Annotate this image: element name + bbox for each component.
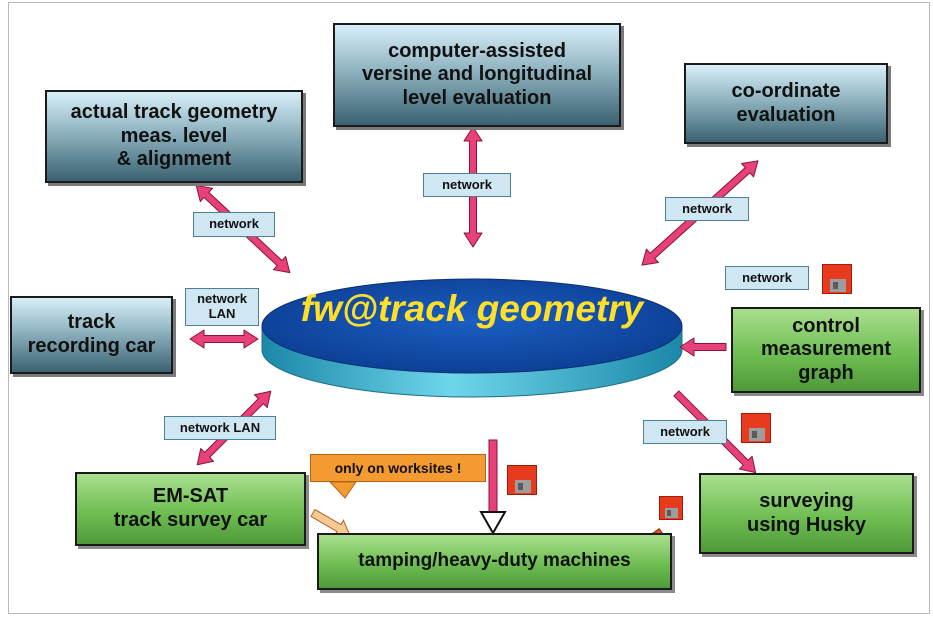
box-control-measurement-graph: control measurement graph [731,307,921,393]
box-actual-track-geometry: actual track geometry meas. level & alig… [45,90,303,183]
label-network-lan-left: network LAN [185,288,259,326]
box-versine-evaluation: computer-assisted versine and longitudin… [333,23,621,127]
box-surveying-husky: surveying using Husky [699,473,914,554]
box-versine-evaluation-text: computer-assisted versine and longitudin… [361,39,593,109]
label-network-left: network [193,212,275,237]
box-emsat-track-survey-car: EM-SAT track survey car [75,472,306,546]
box-tamping-machines-text: tamping/heavy-duty machines [358,550,631,572]
box-surveying-husky-text: surveying using Husky [747,489,866,536]
label-network-right-bottom: network [643,420,727,444]
floppy-disk-icon [659,496,683,520]
worksites-callout: only on worksites ! [310,454,486,482]
floppy-disk-icon [741,413,771,443]
arrow-tamping [479,439,507,536]
database-hub [261,278,683,398]
box-emsat-track-survey-car-text: EM-SAT track survey car [113,485,268,531]
diagram-frame [8,2,930,614]
label-network-top: network [423,173,511,197]
arrow-control-graph [679,337,727,357]
arrow-recording-car [189,329,259,349]
box-track-recording-car: track recording car [10,296,173,374]
label-network-lan-bottom: network LAN [164,416,276,440]
box-coordinate-evaluation: co-ordinate evaluation [684,63,888,144]
box-tamping-machines: tamping/heavy-duty machines [317,533,672,590]
hub-title: fw@track geometry [300,288,644,329]
callout-pointer [328,481,357,499]
label-network-right-top: network [665,197,749,221]
box-track-recording-car-text: track recording car [27,311,156,357]
floppy-disk-icon [822,264,852,294]
box-coordinate-evaluation-text: co-ordinate evaluation [731,79,841,126]
box-actual-track-geometry-text: actual track geometry meas. level & alig… [70,101,278,171]
box-control-measurement-graph-text: control measurement graph [760,314,892,384]
floppy-disk-icon [507,465,537,495]
label-network-right-mid: network [725,266,809,290]
